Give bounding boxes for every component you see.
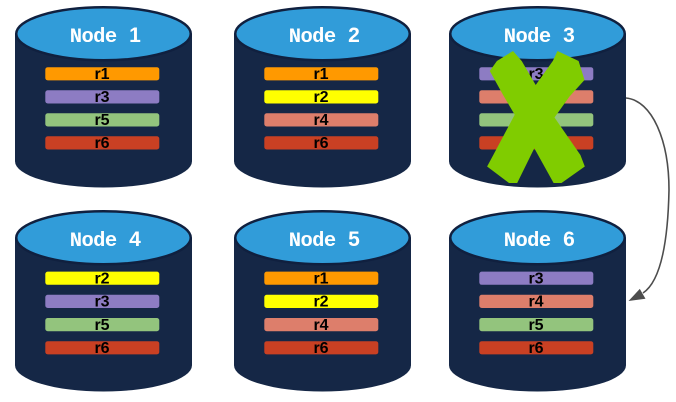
svg-text:r6: r6 [313, 135, 328, 152]
svg-text:r3: r3 [528, 271, 543, 288]
svg-text:Node: Node [504, 230, 551, 253]
svg-text:r6: r6 [94, 135, 109, 152]
svg-text:6: 6 [563, 228, 575, 251]
svg-text:r6: r6 [94, 340, 109, 357]
svg-text:r3: r3 [94, 294, 109, 311]
svg-text:5: 5 [348, 228, 360, 251]
svg-text:r4: r4 [313, 317, 328, 334]
svg-text:r6: r6 [313, 340, 328, 357]
svg-text:4: 4 [129, 228, 141, 251]
svg-text:Node: Node [289, 230, 336, 253]
svg-text:Node: Node [504, 26, 551, 49]
svg-text:Node: Node [70, 230, 117, 253]
svg-text:r3: r3 [528, 66, 543, 83]
svg-text:1: 1 [129, 24, 141, 47]
svg-text:r5: r5 [94, 112, 109, 129]
svg-text:r1: r1 [313, 66, 328, 83]
svg-text:Node: Node [70, 26, 117, 49]
svg-text:3: 3 [563, 24, 575, 47]
svg-text:Node: Node [289, 26, 336, 49]
svg-text:r4: r4 [313, 112, 328, 129]
svg-text:r4: r4 [528, 294, 543, 311]
svg-text:r2: r2 [313, 294, 328, 311]
svg-text:r1: r1 [94, 66, 109, 83]
svg-text:r5: r5 [94, 317, 109, 334]
svg-text:r5: r5 [528, 317, 543, 334]
svg-text:r1: r1 [313, 271, 328, 288]
svg-text:2: 2 [348, 24, 360, 47]
svg-text:r3: r3 [94, 89, 109, 106]
svg-text:r6: r6 [528, 340, 543, 357]
svg-text:r2: r2 [313, 89, 328, 106]
svg-text:r2: r2 [94, 271, 109, 288]
